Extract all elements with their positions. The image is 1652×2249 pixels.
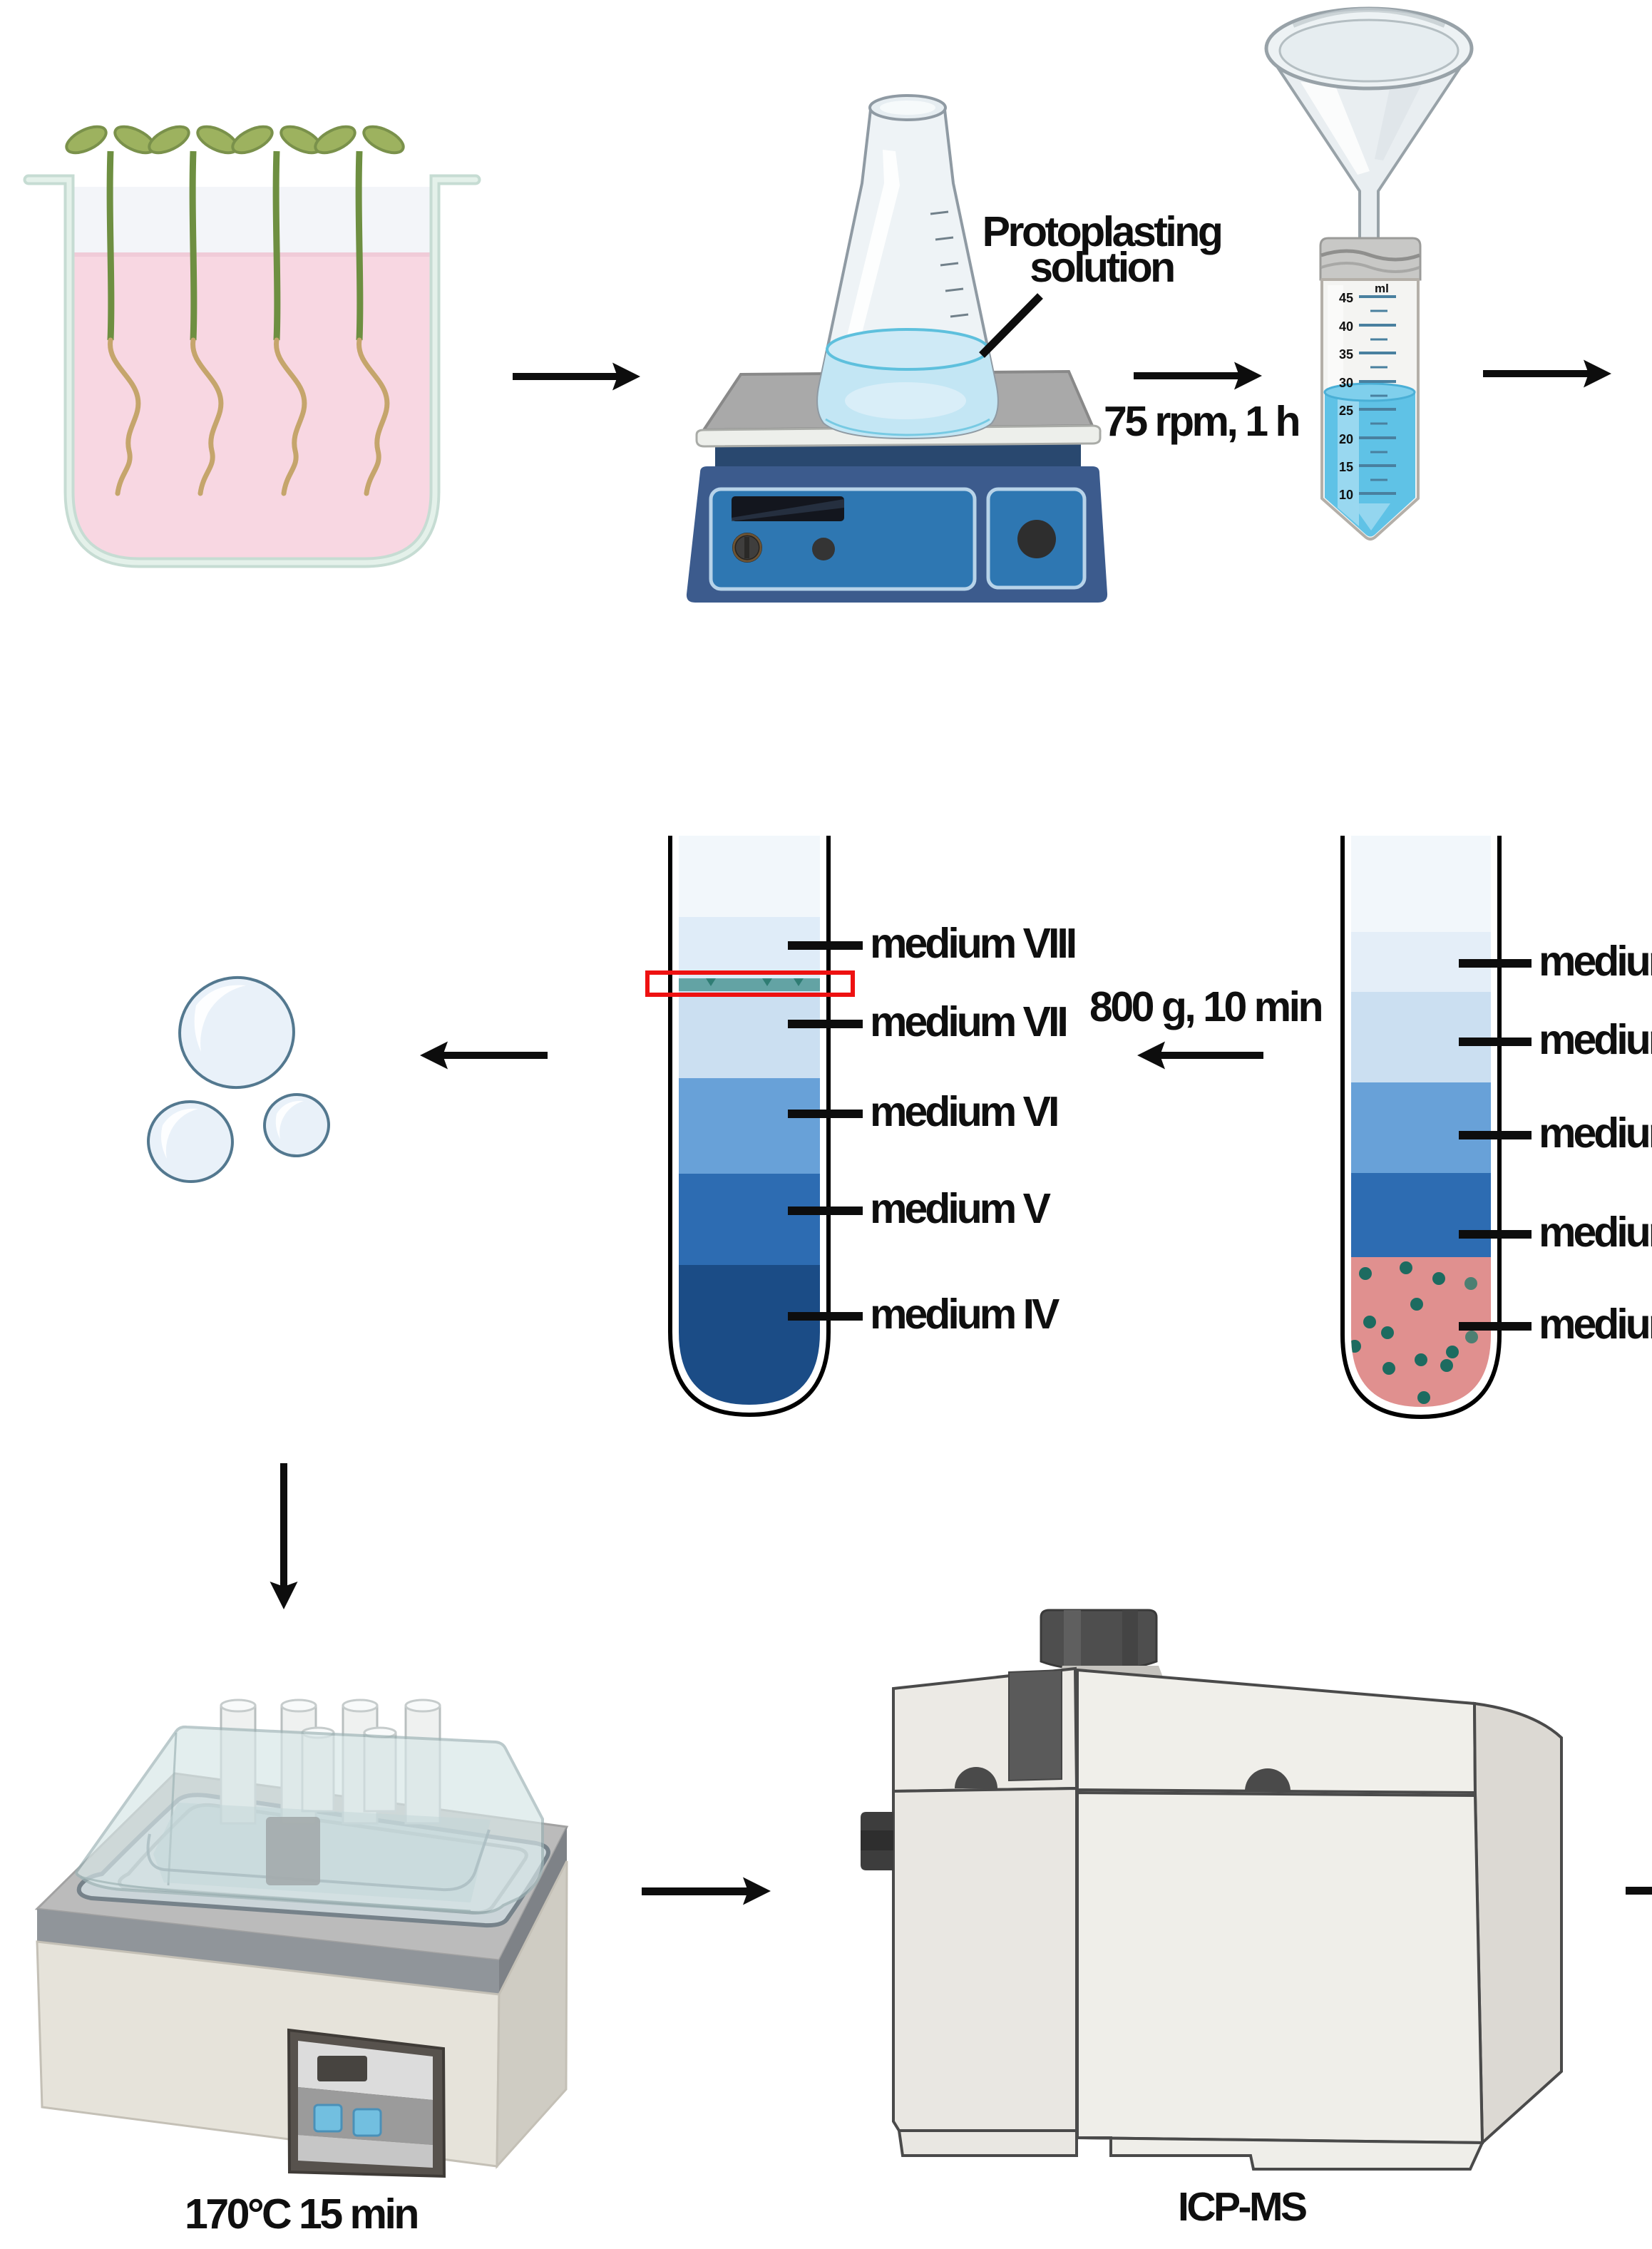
svg-text:medium VIII: medium VIII [1539, 938, 1652, 985]
svg-text:ICP-MS: ICP-MS [1178, 2184, 1306, 2230]
svg-text:800 g, 10 min: 800 g, 10 min [1089, 983, 1322, 1030]
svg-text:35: 35 [1339, 347, 1353, 362]
svg-text:170°C 15 min: 170°C 15 min [185, 2191, 417, 2238]
svg-text:medium VII: medium VII [870, 998, 1066, 1045]
svg-text:medium VIII: medium VIII [870, 920, 1075, 967]
svg-text:45: 45 [1339, 291, 1353, 305]
svg-text:20: 20 [1339, 432, 1353, 446]
svg-text:75 rpm, 1 h: 75 rpm, 1 h [1104, 398, 1298, 445]
svg-text:40: 40 [1339, 319, 1353, 334]
svg-text:solution: solution [1030, 244, 1174, 291]
svg-text:medium VII: medium VII [1539, 1016, 1652, 1063]
svg-text:medium VI: medium VI [870, 1088, 1057, 1135]
svg-text:30: 30 [1339, 376, 1353, 390]
svg-text:medium VI: medium VI [1539, 1110, 1652, 1157]
svg-text:medium IV: medium IV [870, 1291, 1060, 1338]
svg-text:Protoplasting: Protoplasting [983, 208, 1221, 255]
svg-text:15: 15 [1339, 460, 1353, 474]
svg-text:medium V: medium V [870, 1185, 1051, 1232]
svg-text:ml: ml [1375, 282, 1389, 295]
svg-text:25: 25 [1339, 404, 1353, 418]
svg-text:medium V: medium V [1539, 1209, 1652, 1256]
svg-text:10: 10 [1339, 488, 1353, 502]
svg-text:medium IV: medium IV [1539, 1301, 1652, 1348]
